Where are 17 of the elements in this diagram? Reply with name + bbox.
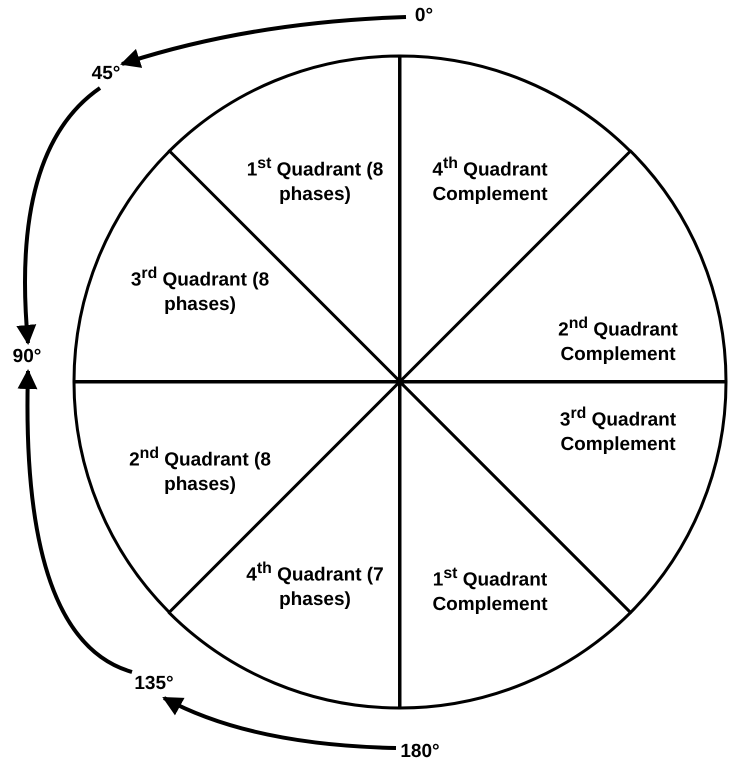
curved-arrow [18, 369, 133, 674]
sector-label: 2$^{nd}$ Quadrant (8 phases) [128, 444, 272, 498]
sector-label: 3$^{rd}$ Quadrant Complement [558, 404, 678, 458]
sector-label: 2$^{nd}$ Quadrant Complement [557, 314, 679, 367]
angle-label: 90° [12, 345, 42, 369]
angle-label: 135° [133, 672, 175, 696]
sector-label: 1$^{st}$ Quadrant (8 phases) [246, 154, 384, 208]
curved-arrow [120, 15, 406, 68]
sector-label: 3$^{rd}$ Quadrant (8 phases) [130, 264, 270, 317]
curved-arrow [162, 696, 396, 750]
sector-label: 4$^{th}$ Quadrant (7 phases) [245, 559, 385, 612]
angle-label: 45° [90, 62, 122, 86]
curved-arrow [16, 86, 102, 345]
sector-label: 1$^{st}$ Quadrant Complement [431, 564, 549, 618]
angle-label: 180° [399, 740, 441, 764]
sector-label: 4$^{th}$ Quadrant Complement [431, 154, 549, 208]
angle-label: 0° [414, 4, 434, 28]
